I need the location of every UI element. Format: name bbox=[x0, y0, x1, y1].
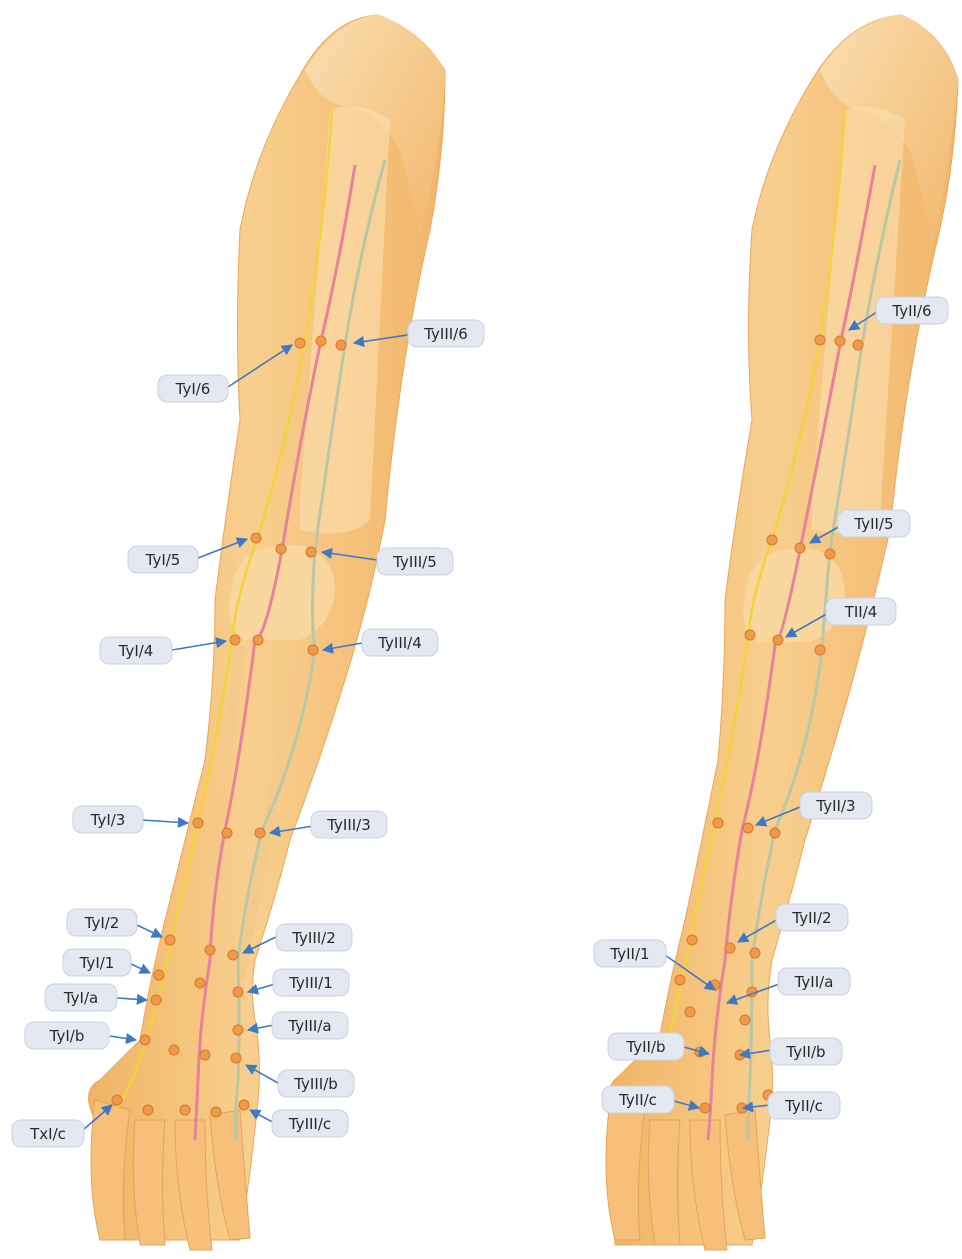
svg-text:TyIII/1: TyIII/1 bbox=[288, 974, 333, 992]
svg-text:TyII/1: TyII/1 bbox=[609, 945, 649, 963]
svg-text:TyIII/3: TyIII/3 bbox=[326, 816, 371, 834]
label-tyii-a: TyII/a bbox=[778, 968, 850, 995]
svg-text:TyIII/2: TyIII/2 bbox=[291, 929, 336, 947]
svg-text:TyII/b: TyII/b bbox=[785, 1043, 825, 1061]
svg-text:TyII/c: TyII/c bbox=[618, 1091, 657, 1109]
label-tyiii-4: TyIII/4 bbox=[362, 629, 438, 656]
svg-text:TyIII/6: TyIII/6 bbox=[423, 325, 468, 343]
svg-text:TyI/4: TyI/4 bbox=[118, 642, 154, 660]
label-tyii-c-left: TyII/c bbox=[602, 1086, 674, 1113]
label-tyiii-a: TyIII/a bbox=[272, 1012, 348, 1039]
label-tyiii-b: TyIII/b bbox=[278, 1070, 354, 1097]
label-tyiii-5: TyIII/5 bbox=[377, 548, 453, 575]
label-tyiii-c: TyIII/c bbox=[272, 1110, 348, 1137]
label-tyiii-6: TyIII/6 bbox=[408, 320, 484, 347]
svg-text:TxI/c: TxI/c bbox=[29, 1125, 66, 1143]
label-tyiii-3: TyIII/3 bbox=[311, 811, 387, 838]
svg-text:TyIII/4: TyIII/4 bbox=[377, 634, 422, 652]
svg-text:TyII/b: TyII/b bbox=[625, 1038, 665, 1056]
label-tyii-b-right: TyII/b bbox=[770, 1038, 842, 1065]
svg-text:TyIII/5: TyIII/5 bbox=[392, 553, 437, 571]
label-tyi-4: TyI/4 bbox=[100, 637, 172, 664]
label-tyi-2: TyI/2 bbox=[67, 909, 137, 936]
right-arm: TyII/6 TyII/5 TII/4 TyII/3 TyII/2 TyII/1… bbox=[594, 14, 958, 1250]
label-tyiii-2: TyIII/2 bbox=[276, 924, 352, 951]
svg-text:TyII/a: TyII/a bbox=[794, 973, 834, 991]
svg-text:TyI/3: TyI/3 bbox=[90, 811, 126, 829]
label-tyii-5: TyII/5 bbox=[838, 510, 910, 537]
label-tyii-1: TyII/1 bbox=[594, 940, 666, 967]
svg-text:TyII/c: TyII/c bbox=[784, 1097, 823, 1115]
label-tyiii-1: TyIII/1 bbox=[273, 969, 349, 996]
svg-text:TyII/5: TyII/5 bbox=[853, 515, 893, 533]
label-txi-c: TxI/c bbox=[12, 1120, 84, 1147]
svg-text:TyIII/a: TyIII/a bbox=[287, 1017, 331, 1035]
svg-text:TyIII/c: TyIII/c bbox=[288, 1115, 331, 1133]
label-tyi-1: TyI/1 bbox=[63, 949, 131, 976]
svg-text:TyI/5: TyI/5 bbox=[145, 551, 181, 569]
svg-text:TyI/1: TyI/1 bbox=[79, 954, 115, 972]
svg-text:TyI/6: TyI/6 bbox=[175, 380, 211, 398]
svg-text:TyII/3: TyII/3 bbox=[815, 797, 855, 815]
label-tyi-3: TyI/3 bbox=[73, 806, 143, 833]
svg-text:TyIII/b: TyIII/b bbox=[293, 1075, 338, 1093]
label-tyii-3: TyII/3 bbox=[800, 792, 872, 819]
label-tii-4: TII/4 bbox=[826, 598, 896, 625]
label-tyi-a: TyI/a bbox=[45, 984, 117, 1011]
svg-text:TyI/2: TyI/2 bbox=[84, 914, 120, 932]
label-tyii-6: TyII/6 bbox=[876, 297, 948, 324]
svg-text:TyII/6: TyII/6 bbox=[891, 302, 931, 320]
svg-text:TyII/2: TyII/2 bbox=[791, 909, 831, 927]
label-tyii-c-right: TyII/c bbox=[768, 1092, 840, 1119]
svg-text:TyI/a: TyI/a bbox=[63, 989, 98, 1007]
svg-text:TII/4: TII/4 bbox=[844, 603, 878, 621]
left-elbow-joint bbox=[229, 545, 335, 640]
label-tyi-5: TyI/5 bbox=[128, 546, 198, 573]
label-tyii-b-left: TyII/b bbox=[608, 1033, 684, 1060]
label-tyi-6: TyI/6 bbox=[158, 375, 228, 402]
svg-text:TyI/b: TyI/b bbox=[49, 1027, 85, 1045]
left-arm: TyIII/6 TyI/6 TyI/5 TyIII/5 TyI/4 TyIII/… bbox=[12, 14, 484, 1250]
label-tyi-b: TyI/b bbox=[25, 1022, 109, 1049]
label-tyii-2: TyII/2 bbox=[776, 904, 848, 931]
